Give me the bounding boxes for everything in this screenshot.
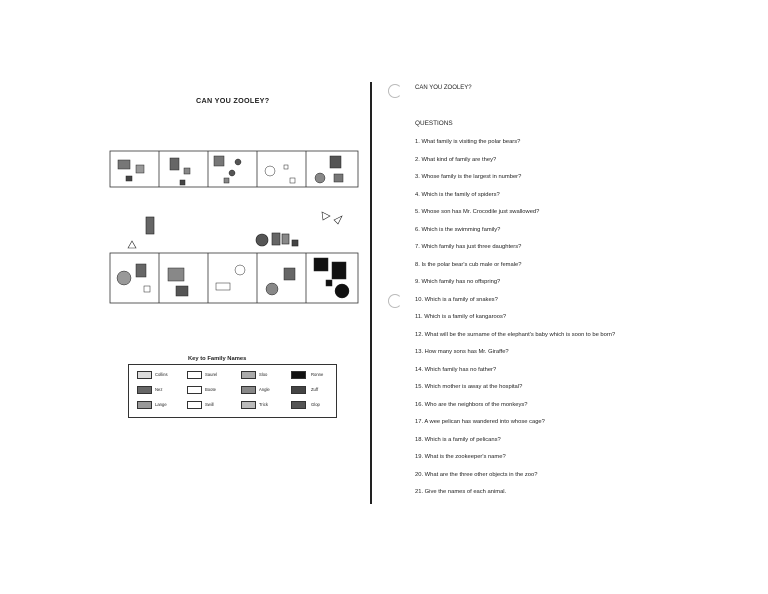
question-item: 11. Which is a family of kangaroos? — [415, 314, 507, 320]
animal-symbol — [265, 282, 279, 296]
animal-symbol — [215, 282, 231, 291]
question-item: 12. What will be the surname of the elep… — [415, 331, 616, 338]
animal-symbol — [314, 172, 326, 184]
animal-symbol — [223, 177, 230, 184]
key-name: Swill — [205, 402, 214, 407]
animal-symbol — [183, 167, 191, 175]
top-cage-row — [109, 150, 359, 188]
question-item: 16. Who are the neighbors of the monkeys… — [415, 401, 528, 408]
bottom-cage-row — [109, 252, 359, 304]
page-divider — [370, 82, 372, 504]
question-item: 3. Whose family is the largest in number… — [415, 174, 522, 180]
key-name: Ronne — [311, 372, 324, 377]
key-symbol — [291, 386, 306, 394]
key-name: Nez — [155, 387, 163, 392]
animal-symbol — [333, 173, 344, 183]
key-name: Boote — [205, 387, 216, 392]
key-name: Glop — [311, 402, 320, 407]
triangle-object — [127, 240, 137, 249]
question-item: 15. Which mother is away at the hospital… — [415, 384, 523, 390]
punch-hole — [388, 84, 402, 98]
animal-symbol — [169, 157, 180, 171]
key-name: Saurel — [205, 372, 218, 377]
snake-symbol — [145, 216, 155, 235]
key-symbol — [137, 371, 152, 379]
animal-symbol — [289, 177, 296, 184]
key-symbol — [137, 401, 152, 409]
right-page-title: CAN YOU ZOOLEY? — [415, 85, 472, 91]
key-name: Collins — [155, 372, 168, 377]
key-symbol — [187, 386, 202, 394]
question-item: 4. Which is the family of spiders? — [415, 191, 500, 198]
animal-symbol — [117, 159, 131, 170]
key-symbol — [241, 371, 256, 379]
animal-symbol — [334, 283, 350, 299]
question-item: 21. Give the names of each animal. — [415, 489, 507, 495]
key-name: Lange — [155, 402, 167, 407]
question-item: 2. What kind of family are they? — [415, 156, 497, 163]
questions-heading: QUESTIONS — [415, 120, 453, 127]
bottom-row-border — [109, 252, 359, 304]
key-symbol — [291, 371, 306, 379]
question-item: 20. What are the three other objects in … — [415, 471, 538, 478]
question-item: 14. Which family has no father? — [415, 366, 497, 373]
key-name: Sloo — [259, 372, 268, 377]
key-name: Angle — [259, 387, 270, 392]
animal-symbol — [281, 233, 290, 245]
animal-symbol — [325, 279, 333, 287]
animal-symbol — [313, 257, 329, 272]
animal-symbol — [255, 233, 269, 247]
animal-symbol — [283, 267, 296, 281]
animal-symbol — [143, 285, 151, 293]
animal-symbol — [116, 270, 132, 286]
animal-symbol — [213, 155, 225, 167]
animal-symbol — [329, 155, 342, 169]
animal-symbol — [234, 264, 246, 276]
key-symbol — [241, 401, 256, 409]
key-symbol — [187, 401, 202, 409]
zoo-cage-figure — [109, 150, 359, 304]
key-symbol — [137, 386, 152, 394]
animal-symbol — [135, 164, 145, 174]
animal-symbol — [234, 158, 242, 166]
key-name: Zuff — [311, 387, 319, 392]
question-item: 1. What family is visiting the polar bea… — [415, 139, 521, 145]
animal-symbol — [135, 263, 147, 278]
left-page-title: CAN YOU ZOOLEY? — [196, 96, 270, 105]
animal-symbol — [228, 169, 236, 177]
question-item: 19. What is the zookeeper's name? — [415, 454, 506, 460]
triangle-object — [333, 215, 343, 225]
triangle-object — [321, 211, 331, 221]
animal-symbol — [179, 179, 186, 186]
question-item: 5. Whose son has Mr. Crocodile just swal… — [415, 209, 540, 215]
question-item: 17. A wee pelican has wandered into whos… — [415, 419, 545, 425]
top-row-border — [109, 150, 359, 188]
key-title: Key to Family Names — [188, 356, 247, 362]
question-item: 10. Which is a family of snakes? — [415, 296, 498, 303]
question-item: 7. Which family has just three daughters… — [415, 244, 522, 250]
question-item: 13. How many sons has Mr. Giraffe? — [415, 349, 509, 355]
animal-symbol — [331, 261, 347, 280]
question-item: 18. Which is a family of pelicans? — [415, 436, 501, 443]
animal-symbol — [175, 285, 189, 297]
question-item: 8. Is the polar bear's cub male or femal… — [415, 261, 522, 268]
key-symbol — [187, 371, 202, 379]
animal-symbol — [283, 164, 289, 170]
animal-symbol — [167, 267, 185, 282]
question-list: 1. What family is visiting the polar bea… — [415, 137, 735, 505]
animal-symbol — [291, 239, 299, 247]
animal-symbol — [125, 175, 133, 182]
key-symbol — [241, 386, 256, 394]
punch-hole — [388, 294, 402, 308]
question-item: 6. Which is the swimming family? — [415, 226, 501, 233]
key-name: Trick — [259, 402, 268, 407]
key-symbol — [291, 401, 306, 409]
animal-symbol — [264, 165, 276, 177]
animal-symbol — [271, 232, 281, 246]
family-key-box: Collins Saurel Sloo Ronne Nez Boote Angl… — [128, 364, 337, 418]
question-item: 9. Which family has no offspring? — [415, 279, 501, 285]
